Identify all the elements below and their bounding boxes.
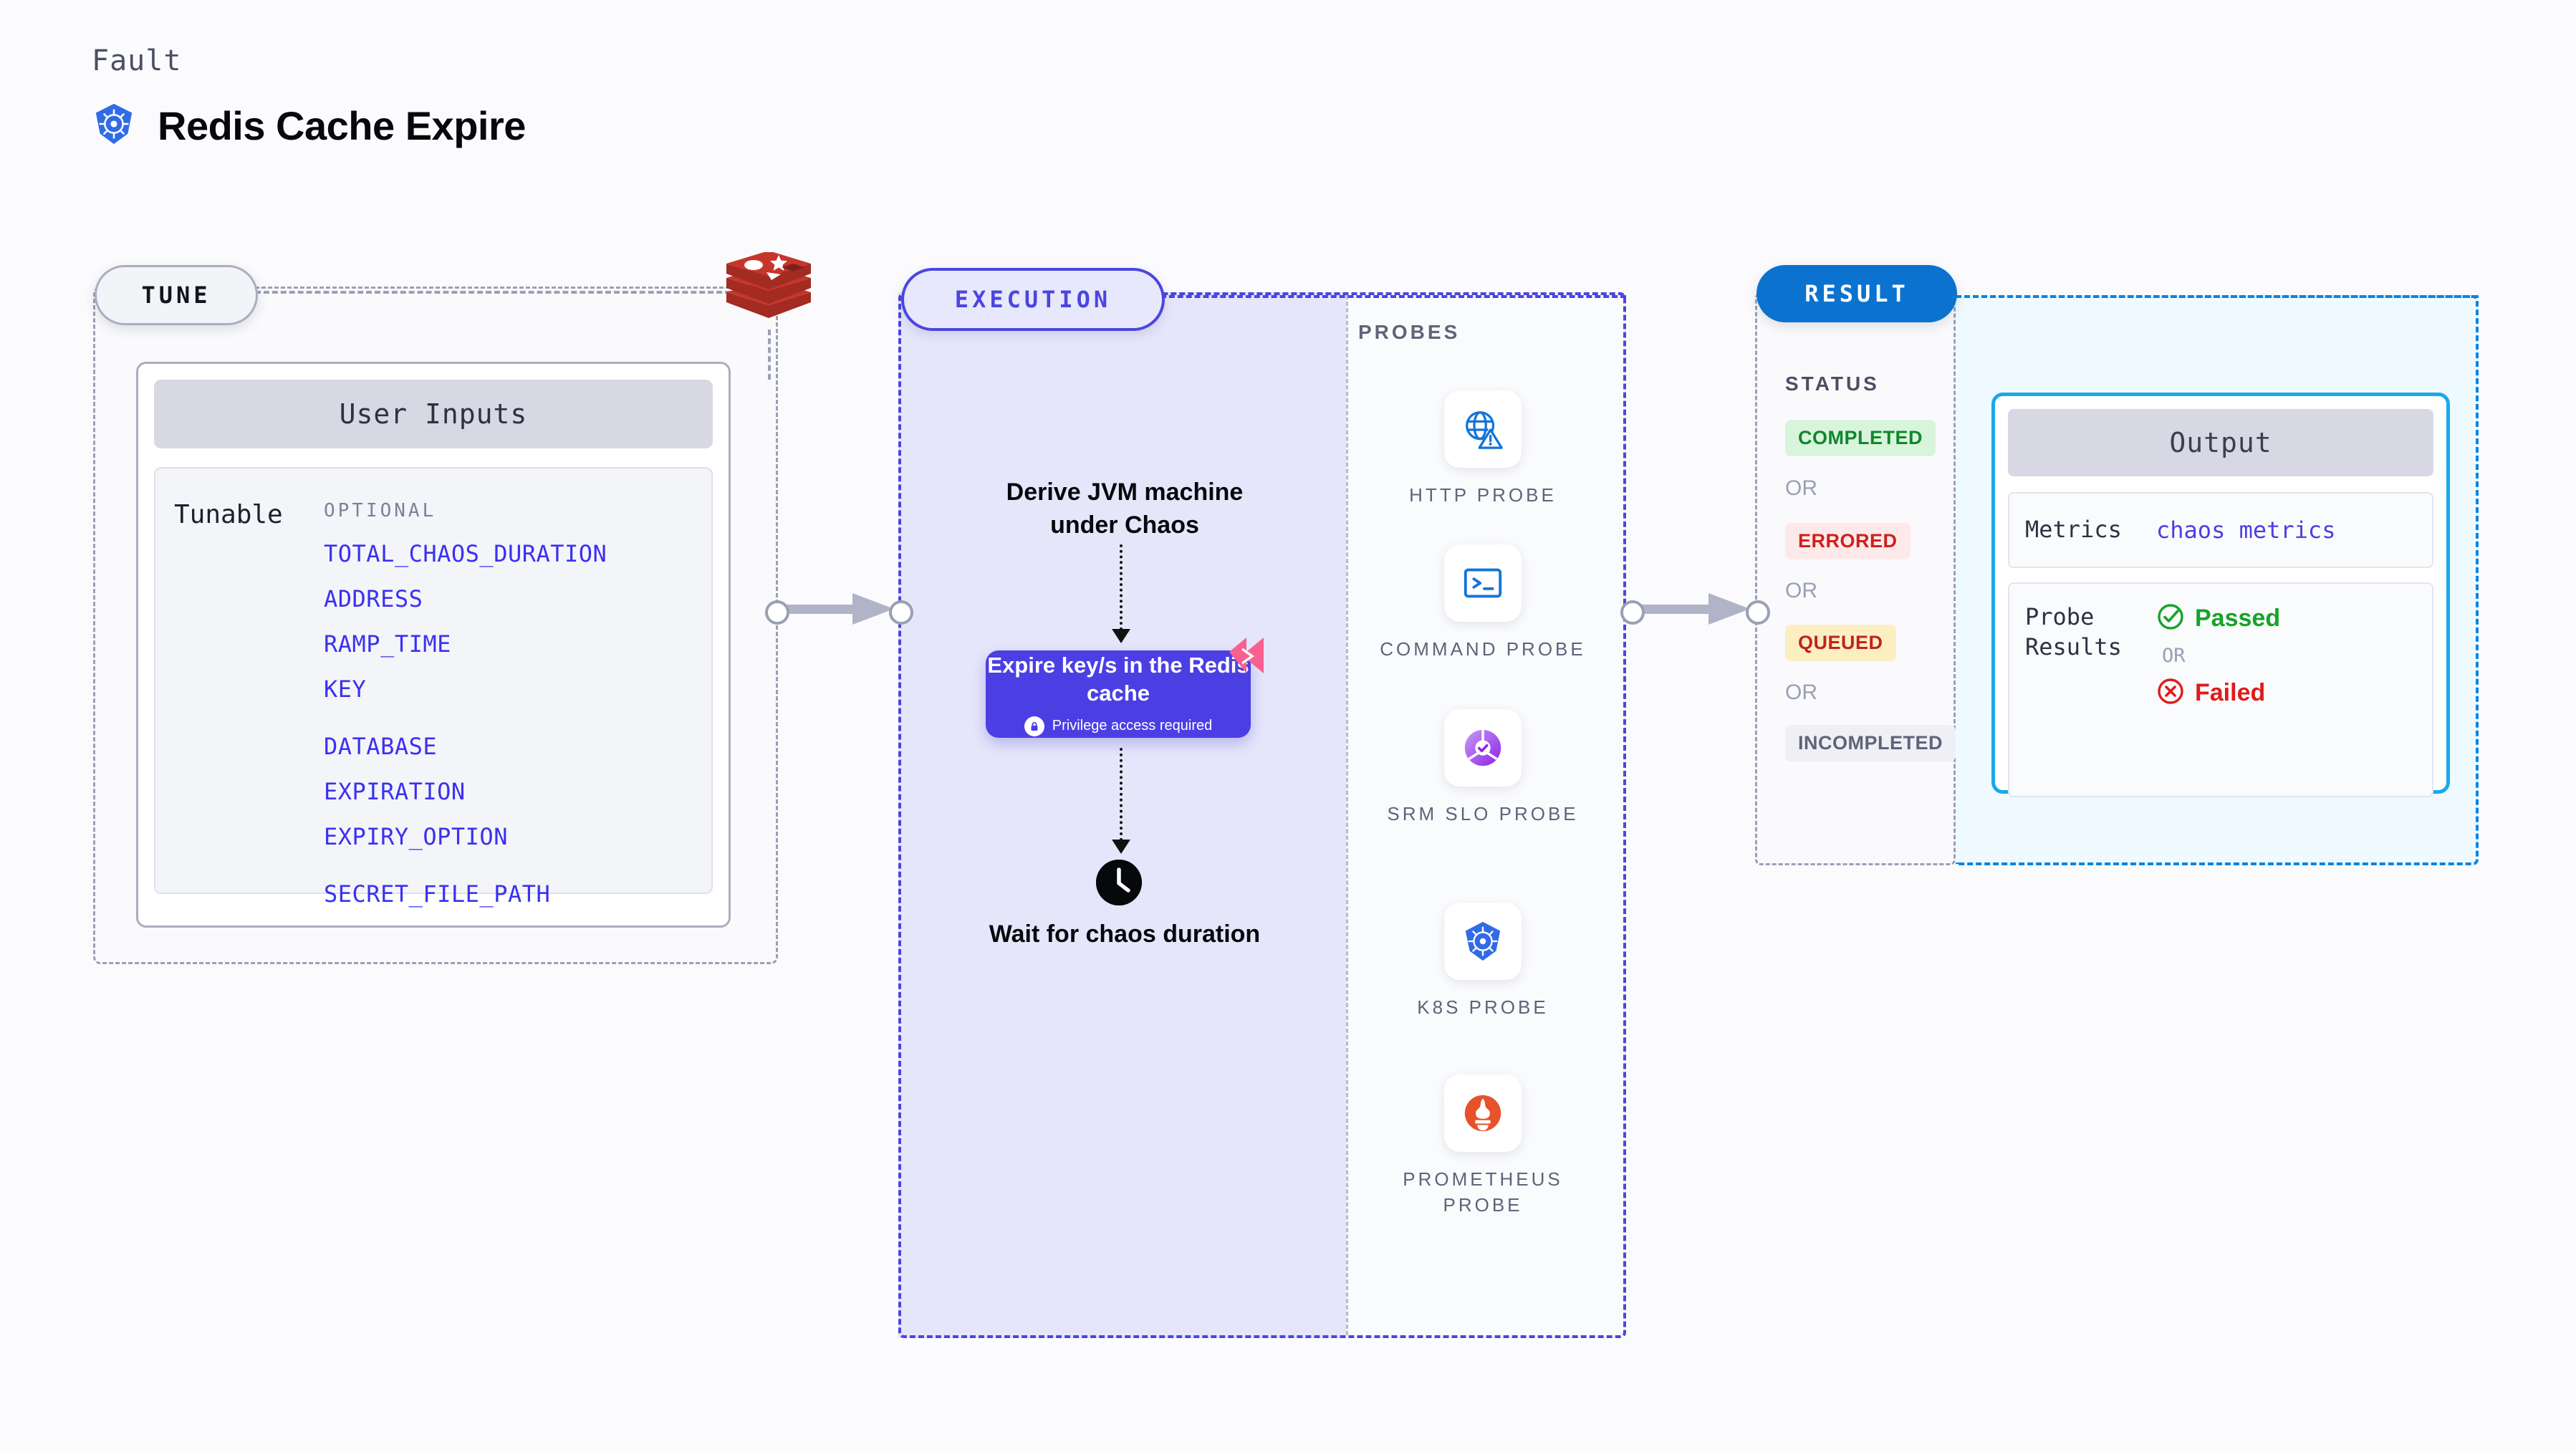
probe-prometheus[interactable]: PROMETHEUS PROBE	[1375, 1074, 1590, 1218]
probe-label: PROMETHEUS PROBE	[1403, 1168, 1563, 1216]
fault-label: Fault	[92, 44, 182, 77]
clock-icon	[1096, 860, 1142, 905]
kubernetes-icon	[92, 102, 136, 150]
execution-connector-line	[1160, 295, 1626, 298]
derive-to-action-line	[1120, 544, 1123, 630]
probe-http[interactable]: HTTP PROBE	[1375, 390, 1590, 508]
privilege-text: Privilege access required	[1052, 718, 1213, 734]
kubernetes-icon	[1444, 903, 1522, 980]
execution-pill[interactable]: EXECUTION	[901, 268, 1165, 331]
probe-results-values: Passed OR Failed	[2156, 602, 2280, 796]
derive-arrow-head	[1112, 629, 1130, 643]
tune-connector-line	[255, 291, 731, 294]
action-to-wait-line	[1120, 748, 1123, 841]
redis-logo	[722, 251, 815, 331]
metrics-key: Metrics	[2025, 516, 2122, 544]
probes-divider	[1346, 295, 1348, 1335]
connector-node-left	[765, 600, 789, 625]
param-address[interactable]: ADDRESS	[324, 585, 423, 612]
status-title: STATUS	[1785, 372, 1880, 395]
result-connector-line	[1956, 295, 2479, 298]
param-total-chaos-duration[interactable]: TOTAL_CHAOS_DURATION	[324, 540, 607, 567]
probe-result-or: OR	[2162, 645, 2186, 667]
status-or-2: OR	[1785, 579, 1817, 602]
user-inputs-card: User Inputs Tunable OPTIONAL TOTAL_CHAOS…	[136, 362, 731, 928]
metrics-row: Metrics chaos metrics	[2008, 492, 2433, 568]
status-badge-completed: COMPLETED	[1785, 420, 1936, 456]
param-ramp-time[interactable]: RAMP_TIME	[324, 630, 451, 658]
probe-label: COMMAND PROBE	[1380, 638, 1586, 660]
probe-command[interactable]: COMMAND PROBE	[1375, 544, 1590, 662]
probe-srm-slo[interactable]: SRM SLO PROBE	[1375, 709, 1590, 827]
param-expiration[interactable]: EXPIRATION	[324, 778, 466, 805]
param-database[interactable]: DATABASE	[324, 733, 438, 760]
action-card-title: Expire key/s in the Redis cache	[987, 653, 1249, 706]
page-title: Redis Cache Expire	[158, 103, 526, 148]
metrics-value[interactable]: chaos metrics	[2156, 516, 2336, 544]
prometheus-icon	[1444, 1074, 1522, 1152]
tune-pill[interactable]: TUNE	[95, 265, 258, 325]
status-badge-queued: QUEUED	[1785, 625, 1896, 661]
arrow-tune-to-execution	[766, 587, 904, 634]
param-expiry-option[interactable]: EXPIRY_OPTION	[324, 823, 508, 850]
user-inputs-header: User Inputs	[154, 380, 713, 448]
tunable-box: Tunable OPTIONAL TOTAL_CHAOS_DURATION AD…	[154, 467, 713, 908]
status-badge-errored: ERRORED	[1785, 523, 1911, 559]
probes-title: PROBES	[1358, 321, 1461, 343]
status-or-3: OR	[1785, 681, 1817, 704]
result-pill[interactable]: RESULT	[1756, 265, 1957, 322]
status-panel	[1755, 292, 1956, 865]
title-row: Redis Cache Expire	[92, 102, 526, 150]
action-card[interactable]: Expire key/s in the Redis cache Privileg…	[986, 650, 1251, 738]
connector-node-right	[889, 600, 913, 625]
status-badge-incompleted: INCOMPLETED	[1785, 725, 1956, 761]
x-circle-icon	[2156, 677, 2185, 709]
connector-node-right-2	[1746, 600, 1770, 625]
terminal-icon	[1444, 544, 1522, 622]
lock-icon	[1024, 716, 1044, 736]
tunable-params-list: OPTIONAL TOTAL_CHAOS_DURATION ADDRESS RA…	[324, 468, 607, 908]
derive-step-label: Derive JVM machine under Chaos	[1006, 479, 1244, 539]
slo-check-icon	[1444, 709, 1522, 787]
wait-step-label: Wait for chaos duration	[989, 920, 1261, 948]
probe-result-passed: Passed	[2156, 602, 2280, 635]
probe-result-failed: Failed	[2156, 677, 2280, 709]
param-key[interactable]: KEY	[324, 675, 367, 703]
tunable-label: Tunable	[174, 500, 283, 529]
optional-label: OPTIONAL	[324, 500, 437, 521]
redis-connector-line	[768, 330, 771, 380]
probe-label: K8S PROBE	[1417, 996, 1549, 1018]
passed-label: Passed	[2195, 605, 2281, 632]
wait-arrow-head	[1112, 840, 1130, 854]
status-or-1: OR	[1785, 476, 1817, 500]
output-header: Output	[2008, 409, 2433, 476]
failed-label: Failed	[2195, 679, 2266, 706]
probe-k8s[interactable]: K8S PROBE	[1375, 903, 1590, 1020]
action-card-subtitle: Privilege access required	[1024, 716, 1212, 736]
connector-node-left-2	[1620, 600, 1645, 625]
globe-warning-icon	[1444, 390, 1522, 468]
arrow-execution-to-result	[1623, 587, 1760, 634]
execution-panel	[898, 292, 1626, 1338]
check-circle-icon	[2156, 602, 2185, 635]
probe-label: HTTP PROBE	[1409, 484, 1557, 506]
param-secret-file-path[interactable]: SECRET_FILE_PATH	[324, 880, 551, 908]
page-header: Fault Redis Cache Expire	[92, 44, 526, 150]
harness-ribbon-icon	[1226, 636, 1269, 676]
probe-label: SRM SLO PROBE	[1387, 803, 1579, 824]
